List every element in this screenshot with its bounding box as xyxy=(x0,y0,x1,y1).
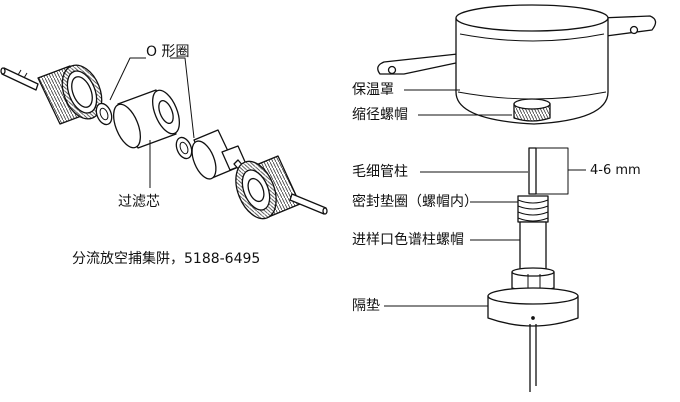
dimension-label: 4-6 mm xyxy=(590,163,641,178)
filter-core xyxy=(112,89,181,149)
reducing-nut xyxy=(513,98,551,122)
right-tube-stub xyxy=(289,193,328,215)
reducing-nut-label: 缩径螺帽 xyxy=(352,107,408,123)
left-tube-stub xyxy=(0,67,39,91)
left-leader-lines xyxy=(109,57,195,188)
right-knurled-nut xyxy=(235,155,301,220)
insulation-cover-label: 保温罩 xyxy=(352,82,394,98)
inlet-column-nut-label: 进样口色谱柱螺帽 xyxy=(352,232,464,248)
right-leader-lines xyxy=(384,89,528,307)
oring-label: O 形圈 xyxy=(146,44,190,60)
capillary-column-upper xyxy=(528,147,537,195)
capillary-column-label: 毛细管柱 xyxy=(352,164,408,180)
split-vent-trap-caption: 分流放空捕集阱，5188-6495 xyxy=(72,251,261,267)
mounting-bracket xyxy=(377,15,657,75)
column-nut-threads xyxy=(517,195,549,223)
septum-disc xyxy=(487,287,579,327)
sealing-ferrule-label: 密封垫圈（螺帽内） xyxy=(352,194,478,210)
insulation-cover xyxy=(455,4,609,125)
inlet-column-nut xyxy=(511,221,555,292)
filter-core-label: 过滤芯 xyxy=(118,194,160,210)
septum-label: 隔垫 xyxy=(352,298,380,314)
inlet-assembly-drawing xyxy=(377,4,657,392)
dimension-bracket xyxy=(536,147,586,195)
split-vent-trap-drawing xyxy=(0,57,328,220)
left-knurled-nut xyxy=(37,64,103,125)
